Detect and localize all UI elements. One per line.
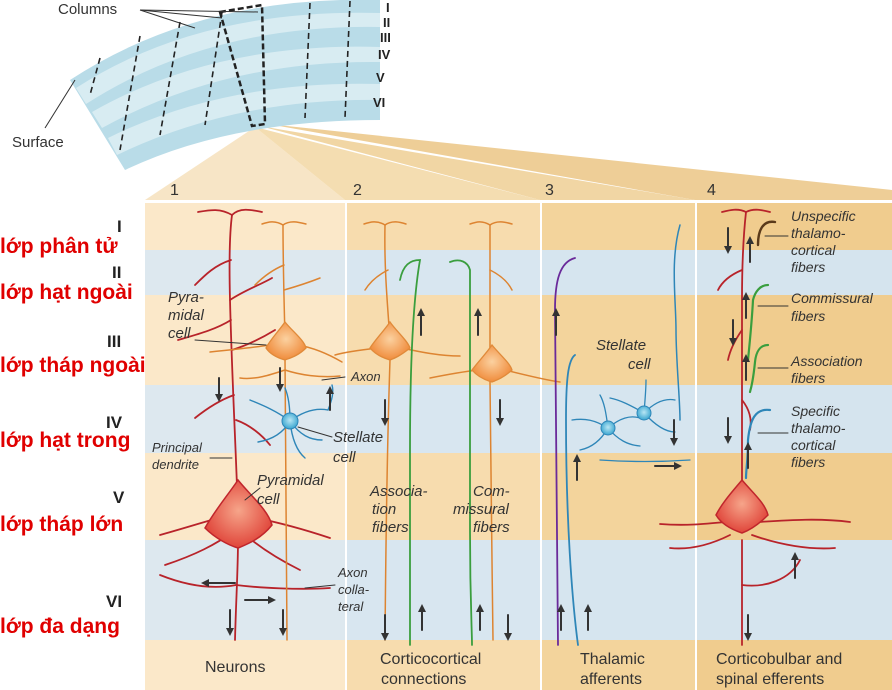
vn-layer-multiform: lớp đa dạng (0, 615, 120, 638)
vn-layer-external-pyramidal: lớp tháp ngoài (0, 354, 146, 377)
association-p4-line1: Association (790, 353, 863, 369)
vn-layer-molecular: lớp phân tử (0, 235, 118, 258)
specific-line4: fibers (791, 454, 825, 470)
stellate-soma (281, 412, 299, 430)
panel-number-3: 3 (545, 182, 554, 199)
stellate-cell-line2: cell (333, 449, 356, 466)
large-pyramidal-soma (204, 478, 273, 549)
panel-3-footer-line2: afferents (580, 671, 642, 688)
specific-line1: Specific (791, 403, 840, 419)
panel-number-4: 4 (707, 182, 716, 199)
panel-1-footer: Neurons (205, 659, 265, 676)
panel-2-footer-line1: Corticocortical (380, 651, 481, 668)
pyramidal-cell-large-line2: cell (257, 491, 280, 508)
vn-layer-external-granular: lớp hạt ngoài (0, 281, 133, 304)
unspecific-line2: thalamo- (791, 225, 846, 241)
vn-layer-internal-pyramidal: lớp tháp lớn (0, 513, 123, 536)
principal-dendrite-line1: Principal (152, 440, 203, 455)
axon-collateral-line1: Axon (337, 565, 368, 580)
stellate-cell-p3-line2: cell (628, 356, 651, 373)
panel-4-efferents (659, 208, 851, 646)
axon-collateral-line3: teral (338, 599, 364, 614)
unspecific-line3: cortical (791, 242, 836, 258)
axon-label: Axon (350, 369, 381, 384)
commissural-fibers-line1: Com- (473, 483, 510, 500)
panel-3-footer-line1: Thalamic (580, 651, 645, 668)
layer-roman-VI: VI (106, 592, 122, 611)
panel-4-footer-line2: spinal efferents (716, 671, 824, 688)
panel-2-footer-line2: connections (381, 671, 466, 688)
commissural-p4-line1: Commissural (791, 290, 874, 306)
slab-layer-III: III (380, 30, 391, 45)
unspecific-line1: Unspecific (791, 208, 856, 224)
stellate-cell-line1: Stellate (333, 429, 383, 446)
panel-1-neurons (159, 208, 346, 641)
layer-roman-V: V (113, 488, 125, 507)
commissural-fibers-line2: missural (453, 501, 510, 518)
pyramidal-cell-small-line1: Pyra- (168, 289, 204, 306)
association-p4-line2: fibers (791, 370, 825, 386)
specific-line3: cortical (791, 437, 836, 453)
association-fibers-line2: tion (372, 501, 396, 518)
slab-layer-I: I (386, 0, 390, 15)
layer-roman-II: II (112, 263, 121, 282)
commissural-p4-line2: fibers (791, 308, 825, 324)
association-fibers-line1: Associa- (369, 483, 428, 500)
layer-roman-IV: IV (106, 413, 123, 432)
panel-2-corticocortical (334, 221, 561, 646)
slab-layer-II: II (383, 15, 390, 30)
slab-layer-V: V (376, 70, 385, 85)
axon-collateral-line2: colla- (338, 582, 370, 597)
panel-number-2: 2 (353, 182, 362, 199)
principal-dendrite-line2: dendrite (152, 457, 199, 472)
pyramidal-cell-small-line2: midal (168, 307, 205, 324)
pyramidal-cell-large-line1: Pyramidal (257, 472, 324, 489)
panel-4-footer-line1: Corticobulbar and (716, 651, 842, 668)
columns-label: Columns (58, 1, 117, 18)
small-pyramidal-soma (265, 320, 307, 361)
commissural-fibers-line3: fibers (473, 519, 510, 536)
slab-layer-IV: IV (378, 47, 391, 62)
layer-bands (145, 200, 892, 690)
pyramidal-cell-small-line3: cell (168, 325, 191, 342)
panel-number-1: 1 (170, 182, 179, 199)
vn-layer-internal-granular: lớp hạt trong (0, 429, 130, 452)
association-fibers-line3: fibers (372, 519, 409, 536)
cortex-slab-illustration (44, 0, 892, 200)
unspecific-line4: fibers (791, 259, 825, 275)
slab-layer-VI: VI (373, 95, 385, 110)
layer-roman-I: I (117, 217, 122, 236)
surface-label: Surface (12, 134, 64, 151)
specific-line2: thalamo- (791, 420, 846, 436)
panel-3-thalamic (552, 224, 691, 646)
stellate-cell-p3-line1: Stellate (596, 337, 646, 354)
layer-roman-III: III (107, 332, 121, 351)
